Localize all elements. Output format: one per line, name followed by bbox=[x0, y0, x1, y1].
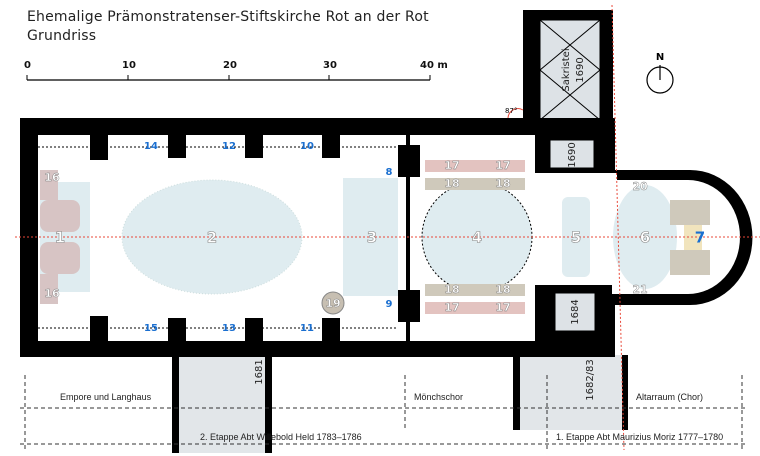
plan-title: Ehemalige Prämonstratenser-Stiftskirche … bbox=[27, 9, 429, 25]
feature-17: 17 bbox=[444, 159, 459, 172]
altar-12: 12 bbox=[222, 141, 236, 152]
tower-south-year: 1684 bbox=[570, 299, 581, 324]
room-2: 2 bbox=[207, 229, 217, 247]
annex-east: 1682/83 bbox=[513, 355, 628, 430]
feature-21: 21 bbox=[632, 283, 647, 296]
altar-10: 10 bbox=[300, 141, 314, 152]
section-altarraum: Altarraum (Chor) bbox=[636, 392, 703, 402]
scale-tick-10: 10 bbox=[122, 60, 136, 71]
feature-17: 17 bbox=[444, 301, 459, 314]
altar-14: 14 bbox=[144, 141, 158, 152]
sakristei-year: 1690 bbox=[575, 57, 586, 82]
annex-west-year: 1681 bbox=[254, 359, 265, 384]
altar-13: 13 bbox=[222, 323, 236, 334]
sacristy: Sakristei 1690 bbox=[523, 10, 613, 128]
feature-17: 17 bbox=[495, 159, 510, 172]
feature-18: 18 bbox=[495, 283, 510, 296]
scale-tick-30: 30 bbox=[323, 60, 337, 71]
angle-label: 87° bbox=[505, 107, 517, 115]
feature-18: 18 bbox=[495, 177, 510, 190]
section-langhaus: Empore und Langhaus bbox=[60, 392, 152, 402]
altar-8: 8 bbox=[386, 167, 393, 178]
scale-bar: 0 10 20 30 40 m bbox=[24, 60, 448, 81]
room-4: 4 bbox=[472, 229, 482, 247]
north-arrow-icon: N bbox=[646, 52, 674, 94]
tower-north-year: 1690 bbox=[567, 142, 578, 167]
feature-16-north: 16 bbox=[44, 171, 60, 184]
altar-15: 15 bbox=[144, 323, 158, 334]
feature-19: 19 bbox=[325, 297, 340, 310]
annex-east-year: 1682/83 bbox=[585, 359, 596, 401]
section-etappe-2: 2. Etappe Abt Willebold Held 1783–1786 bbox=[200, 432, 362, 442]
scale-tick-0: 0 bbox=[24, 60, 31, 71]
section-moenchschor: Mönchschor bbox=[414, 392, 463, 402]
feature-16-south: 16 bbox=[44, 287, 60, 300]
plan-subtitle: Grundriss bbox=[27, 28, 97, 44]
north-label: N bbox=[656, 52, 664, 63]
room-1: 1 bbox=[55, 229, 65, 247]
room-6: 6 bbox=[640, 229, 650, 247]
annex-west: 1681 bbox=[172, 355, 272, 453]
altar-9: 9 bbox=[386, 299, 393, 310]
scale-tick-20: 20 bbox=[223, 60, 237, 71]
room-3: 3 bbox=[367, 229, 377, 247]
section-divisions bbox=[20, 375, 748, 450]
sakristei-label: Sakristei bbox=[561, 48, 572, 91]
altar-11: 11 bbox=[300, 323, 314, 334]
feature-18: 18 bbox=[444, 283, 459, 296]
scale-tick-40: 40 m bbox=[420, 60, 448, 71]
feature-18: 18 bbox=[444, 177, 459, 190]
feature-17: 17 bbox=[495, 301, 510, 314]
section-etappe-1: 1. Etappe Abt Maurizius Moriz 1777–1780 bbox=[556, 432, 723, 442]
room-7: 7 bbox=[695, 229, 705, 247]
feature-20: 20 bbox=[632, 180, 648, 193]
room-5: 5 bbox=[571, 229, 581, 247]
